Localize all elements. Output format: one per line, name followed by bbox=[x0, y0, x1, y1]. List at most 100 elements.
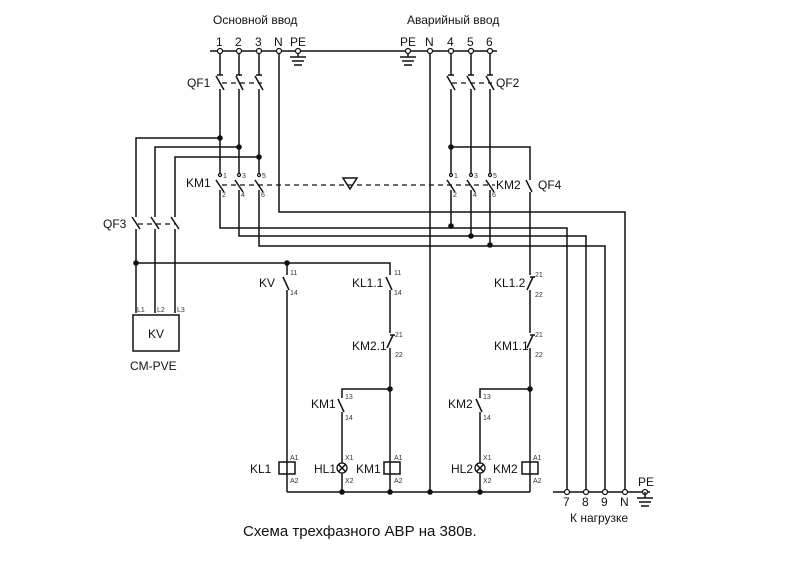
pin-label: L3 bbox=[177, 307, 185, 314]
pin-label: 14 bbox=[345, 415, 353, 422]
backup-input-header: Аварийный ввод bbox=[407, 13, 499, 27]
pin-label: 21 bbox=[535, 332, 543, 339]
terminal-label-6: 6 bbox=[486, 35, 493, 49]
kl11-label: KL1.1 bbox=[352, 276, 384, 290]
terminal-label-pe-main: PE bbox=[290, 35, 306, 49]
pin-label: 14 bbox=[394, 290, 402, 297]
km2-coil-label: KM2 bbox=[493, 462, 518, 476]
kv-contact bbox=[282, 276, 290, 291]
qf3-label: QF3 bbox=[103, 217, 127, 231]
load-terminal-7: 7 bbox=[563, 495, 570, 509]
km1-power-label: KM1 bbox=[186, 176, 211, 190]
km21-label: KM2.1 bbox=[352, 339, 387, 353]
pin-label: 6 bbox=[261, 192, 265, 199]
pin-label: A1 bbox=[533, 455, 542, 462]
terminal-label-pe-backup: PE bbox=[400, 35, 416, 49]
wire-neutral-main bbox=[278, 51, 626, 492]
wire-phase-2-main bbox=[238, 51, 587, 492]
pin-label: X2 bbox=[483, 478, 492, 485]
kl11-contact bbox=[385, 276, 393, 291]
wire-km1-aux bbox=[341, 388, 390, 492]
terminals-top bbox=[216, 47, 494, 55]
kv-model-label: CM-PVE bbox=[130, 359, 177, 373]
pin-label: L2 bbox=[157, 307, 165, 314]
kl12-label: KL1.2 bbox=[494, 276, 526, 290]
terminal-label-5: 5 bbox=[467, 35, 474, 49]
diagram-caption: Схема трехфазного АВР на 380в. bbox=[243, 523, 477, 540]
pin-label: 4 bbox=[473, 192, 477, 199]
pin-label: 11 bbox=[394, 270, 401, 277]
pin-label: A2 bbox=[290, 478, 299, 485]
pin-label: 5 bbox=[493, 173, 497, 180]
pin-label: 22 bbox=[535, 352, 543, 359]
kl12-contact bbox=[526, 276, 535, 291]
hl1-lamp-icon bbox=[336, 462, 348, 474]
pin-label: A2 bbox=[533, 478, 542, 485]
pin-label: 22 bbox=[395, 352, 403, 359]
pin-label: 2 bbox=[222, 192, 226, 199]
pin-label: 1 bbox=[223, 173, 227, 180]
pin-label: A2 bbox=[394, 478, 403, 485]
pin-label: 3 bbox=[242, 173, 246, 180]
pin-label: L1 bbox=[137, 307, 145, 314]
load-terminals bbox=[563, 488, 649, 496]
pin-label: 14 bbox=[483, 415, 491, 422]
wire-tap-l3 bbox=[174, 156, 259, 217]
pin-label: 5 bbox=[262, 173, 266, 180]
terminal-label-4: 4 bbox=[447, 35, 454, 49]
km1-coil bbox=[383, 461, 401, 475]
km1-power-contacts bbox=[215, 172, 264, 193]
qf1-breaker bbox=[215, 74, 264, 91]
pin-label: 14 bbox=[290, 290, 298, 297]
pin-label: 3 bbox=[474, 173, 478, 180]
load-terminal-n: N bbox=[620, 495, 629, 509]
km11-contact bbox=[526, 334, 535, 349]
wire-km2-aux bbox=[479, 388, 530, 492]
wire-tap-l1 bbox=[135, 137, 220, 217]
pin-label: X2 bbox=[345, 478, 354, 485]
qf4-breaker bbox=[525, 179, 533, 193]
km21-contact bbox=[386, 334, 395, 349]
terminal-label-n-backup: N bbox=[425, 35, 434, 49]
kv-box-label: KV bbox=[148, 327, 164, 341]
qf2-label: QF2 bbox=[496, 76, 520, 90]
terminal-label-3: 3 bbox=[255, 35, 262, 49]
km11-label: KM1.1 bbox=[494, 339, 529, 353]
km1-coil-label: KM1 bbox=[356, 462, 381, 476]
qf2-breaker bbox=[446, 74, 495, 91]
kv-contact-label: KV bbox=[259, 276, 275, 290]
kv-relay-box bbox=[132, 314, 180, 352]
pin-label: 13 bbox=[345, 394, 353, 401]
interlock-triangle-icon bbox=[341, 177, 359, 191]
km2-coil bbox=[521, 461, 539, 475]
pin-label: A1 bbox=[394, 455, 403, 462]
load-terminal-pe: PE bbox=[638, 475, 654, 489]
pin-label: 21 bbox=[535, 272, 543, 279]
pin-label: 11 bbox=[290, 270, 297, 277]
pin-label: 4 bbox=[241, 192, 245, 199]
qf1-label: QF1 bbox=[187, 76, 211, 90]
hl2-lamp-icon bbox=[474, 462, 486, 474]
pin-label: 2 bbox=[453, 192, 457, 199]
pin-label: 13 bbox=[483, 394, 491, 401]
wire-phase-1-main bbox=[219, 51, 568, 492]
wire-tap-l2 bbox=[154, 146, 239, 217]
kl1-coil-label: KL1 bbox=[250, 462, 272, 476]
km1-aux-label: KM1 bbox=[311, 397, 336, 411]
wire-phase-3-main bbox=[258, 51, 606, 492]
pin-label: 6 bbox=[492, 192, 496, 199]
pin-label: 22 bbox=[535, 292, 543, 299]
terminal-label-2: 2 bbox=[235, 35, 242, 49]
wire-kv-inputs bbox=[135, 229, 176, 313]
pin-label: X1 bbox=[345, 455, 354, 462]
pin-label: 21 bbox=[395, 332, 403, 339]
km2-aux-label: KM2 bbox=[448, 397, 473, 411]
load-label: К нагрузке bbox=[570, 511, 628, 525]
terminal-label-1: 1 bbox=[216, 35, 223, 49]
hl1-label: HL1 bbox=[314, 462, 336, 476]
load-terminal-9: 9 bbox=[601, 495, 608, 509]
pin-label: A1 bbox=[290, 455, 299, 462]
control-bus bbox=[136, 262, 391, 275]
